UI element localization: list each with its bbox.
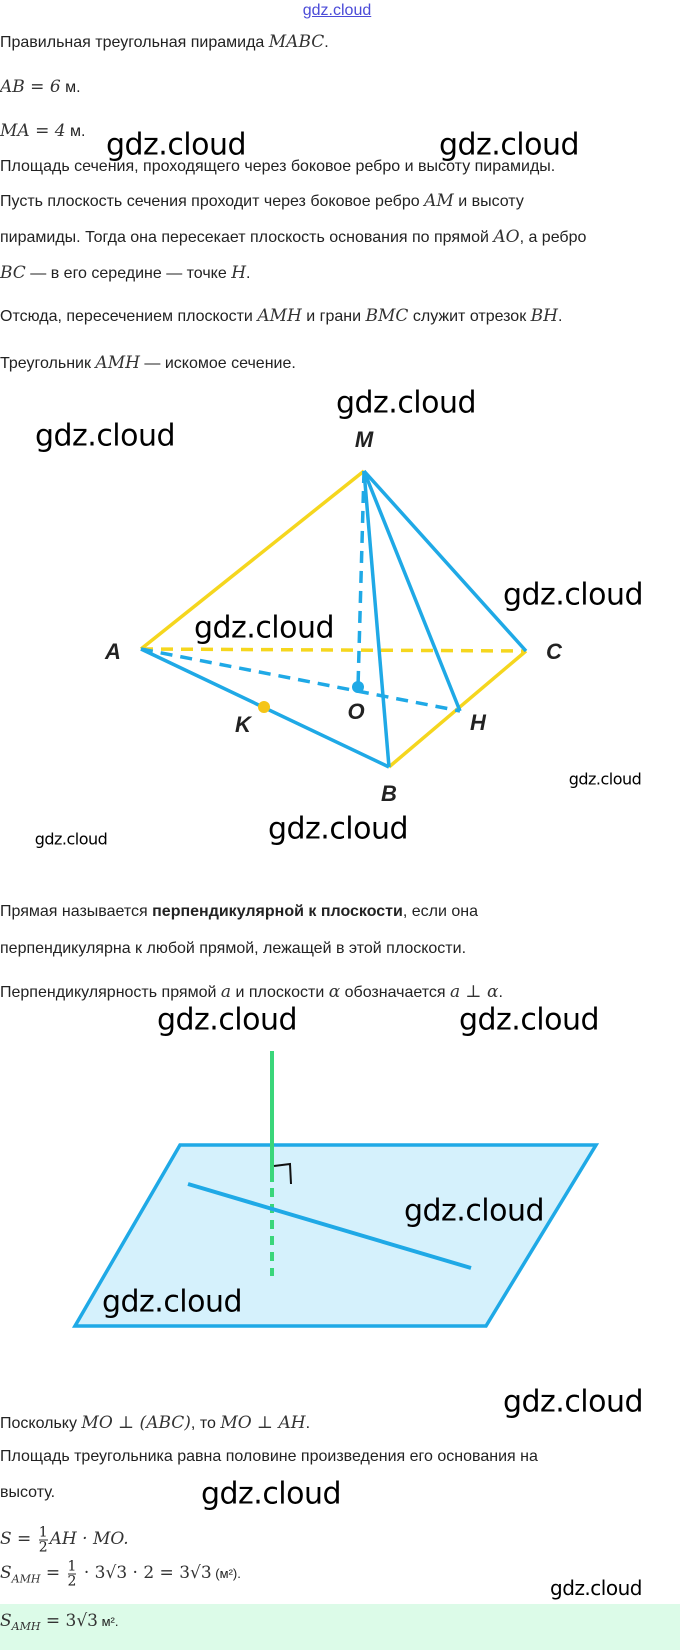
- height-mo: [356, 470, 366, 688]
- text-line: Площадь сечения, проходящего через боков…: [0, 158, 556, 175]
- pyramid-figure: M A C K O H B: [104, 427, 563, 806]
- label-m: M: [355, 427, 374, 452]
- text-line: Правильная треугольная пирамида MABC.: [0, 32, 329, 52]
- label-k: K: [235, 712, 253, 737]
- edge-mc: [362, 469, 528, 653]
- watermark: gdz.cloud: [438, 127, 580, 163]
- top-link[interactable]: gdz.cloud: [302, 2, 372, 19]
- label-b: B: [381, 781, 397, 806]
- point-o: [352, 681, 364, 693]
- answer-box: [0, 1604, 680, 1650]
- right-angle-mark: [273, 1162, 292, 1185]
- text-line: пирамиды. Тогда она пересекает плоскость…: [0, 227, 587, 247]
- watermark: gdz.cloud: [267, 811, 409, 847]
- watermark: gdz.cloud: [502, 1384, 644, 1420]
- label-h: H: [470, 710, 487, 735]
- text-line: MA = 4 м.: [0, 121, 86, 141]
- watermark: gdz.cloud: [101, 1284, 243, 1320]
- watermark: gdz.cloud: [550, 1576, 642, 1600]
- watermark: gdz.cloud: [403, 1193, 545, 1229]
- plane-figure: [71, 1051, 600, 1328]
- watermark: gdz.cloud: [568, 769, 642, 789]
- point-k: [258, 701, 270, 713]
- text-line: Треугольник AMH — искомое сечение.: [0, 353, 296, 373]
- watermark: gdz.cloud: [458, 1002, 600, 1038]
- label-c: C: [546, 639, 563, 664]
- watermark: gdz.cloud: [34, 418, 176, 454]
- watermark: gdz.cloud: [502, 577, 644, 613]
- watermark: gdz.cloud: [200, 1476, 342, 1512]
- watermark: gdz.cloud: [34, 829, 108, 849]
- text-line: AB = 6 м.: [0, 77, 81, 97]
- text-line: Перпендикулярность прямой a и плоскости …: [0, 982, 503, 1002]
- label-o: O: [347, 699, 364, 724]
- segment-mh: [362, 470, 462, 712]
- text-line: Прямая называется перпендикулярной к пло…: [0, 903, 478, 920]
- line-in-plane: [187, 1182, 472, 1270]
- text-line: высоту.: [0, 1484, 56, 1501]
- watermark: gdz.cloud: [156, 1002, 298, 1038]
- edge-mb: [362, 470, 391, 768]
- watermark: gdz.cloud: [335, 385, 477, 421]
- answer-text: SAMH = 3√3 м².: [0, 1610, 119, 1634]
- text-line: Площадь треугольника равна половине прои…: [0, 1448, 538, 1465]
- text-line: перпендикулярна к любой прямой, лежащей …: [0, 940, 467, 957]
- segment-ah: [140, 647, 461, 713]
- edge-am: [139, 469, 366, 651]
- text-line: BC — в его середине — точке H.: [0, 263, 251, 283]
- text-line: Поскольку MO ⊥ (ABC), то MO ⊥ AH.: [0, 1413, 311, 1433]
- edge-ac: [140, 647, 527, 653]
- text-line: Пусть плоскость сечения проходит через б…: [0, 191, 524, 211]
- text-line: Отсюда, пересечением плоскости AMH и гра…: [0, 306, 563, 326]
- watermark: gdz.cloud: [105, 127, 247, 163]
- label-a: A: [104, 639, 121, 664]
- watermark: gdz.cloud: [193, 610, 335, 646]
